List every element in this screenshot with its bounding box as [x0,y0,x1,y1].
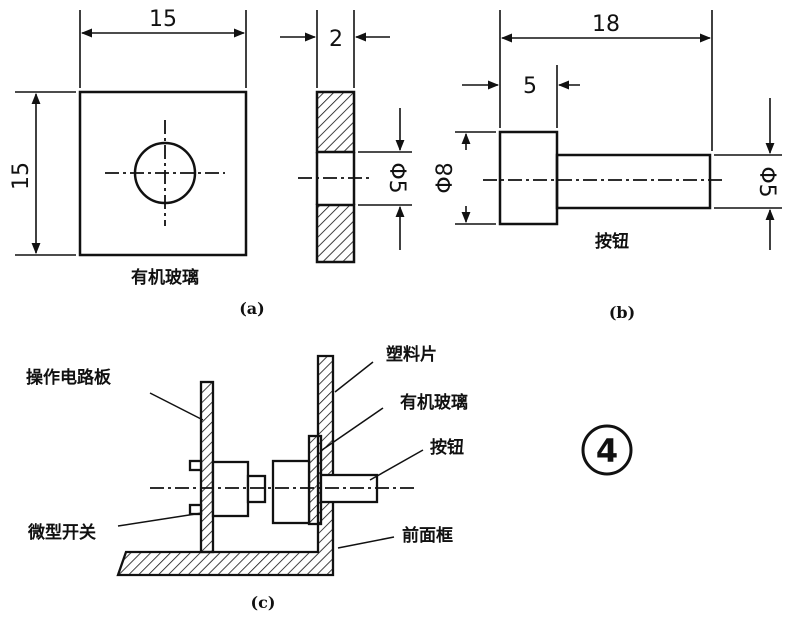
label-frame: 前面框 [402,525,453,546]
front-frame [116,354,335,577]
button-c-head [271,459,311,525]
figure-number-circle [581,424,633,476]
leader-glass [321,407,384,451]
circuit-board [199,380,215,554]
leader-button [369,449,424,481]
caption-c: (c) [251,593,276,612]
side-hatch-bottom [315,203,356,264]
dim-thickness-label: 2 [329,27,343,52]
leader-switch [117,512,203,527]
label-switch: 微型开关 [27,522,96,543]
label-glass-c: 有机玻璃 [400,392,468,413]
leader-plastic [334,361,374,393]
caption-a: (a) [239,299,265,318]
panel-b [455,10,782,250]
caption-b: (b) [609,303,635,322]
plate-side-view [280,10,412,264]
label-plastic: 塑料片 [386,344,437,365]
label-button-c: 按钮 [430,437,464,458]
dim-head-label: 5 [523,74,537,99]
label-button-b: 按钮 [595,231,629,252]
side-hatch-top [315,90,356,154]
dim-length-label: 18 [592,12,620,37]
label-glass-a: 有机玻璃 [131,267,199,288]
panel-a [15,10,248,257]
leader-frame [337,536,395,549]
switch-actuator [246,474,267,504]
figure-number: 4 [596,432,618,470]
micro-switch [211,460,250,518]
panel-c [116,354,424,577]
dim-phi5-label: Φ5 [754,166,779,197]
button-head [498,130,559,226]
dim-height-label: 15 [9,162,34,190]
dim-phi8-label: Φ8 [433,162,458,193]
dim-width-label: 15 [149,7,177,32]
label-board: 操作电路板 [26,367,112,388]
plate-front-view [78,90,248,257]
leader-board [149,392,204,421]
dim-hole-label: Φ5 [384,162,409,193]
button-shaft [555,153,712,210]
glass-piece [307,434,323,526]
